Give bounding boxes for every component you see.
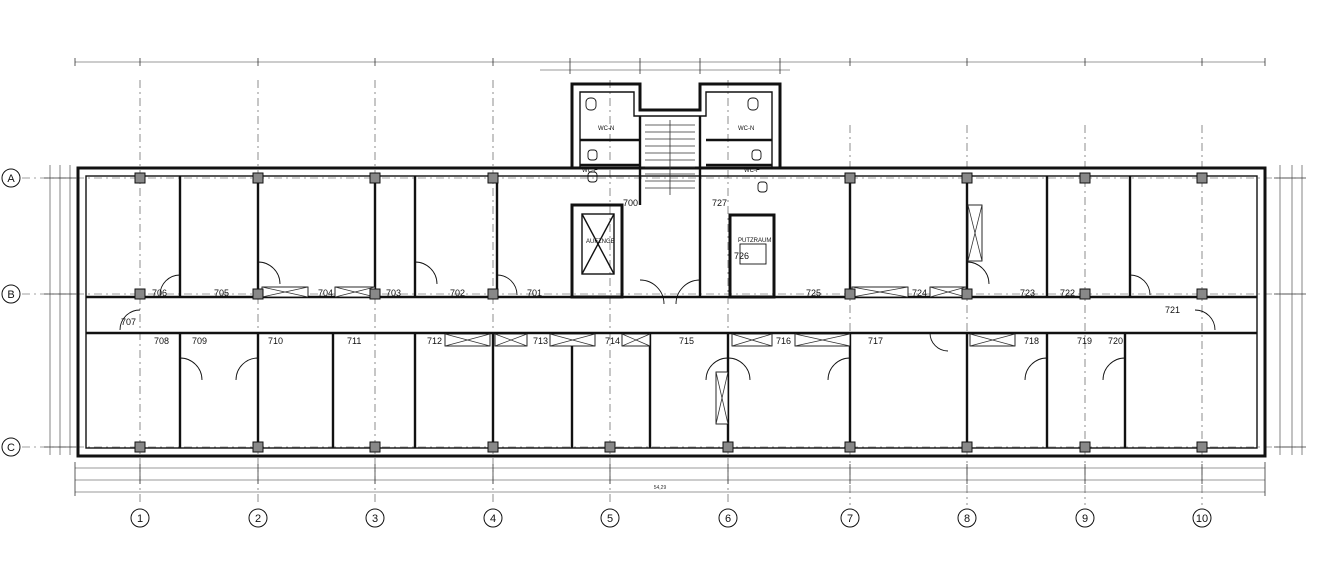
room-number: 706 xyxy=(152,288,167,298)
wc-label: WC-F xyxy=(582,168,598,174)
exterior-walls xyxy=(76,166,1267,458)
room-number: 705 xyxy=(214,288,229,298)
cabinet xyxy=(929,286,967,298)
column-bubbles: 1 2 3 4 5 6 7 8 9 10 xyxy=(130,508,1212,528)
north-partitions xyxy=(178,176,1132,297)
cabinet xyxy=(621,333,651,347)
column-bubble-2: 2 xyxy=(248,508,268,528)
room-number: 713 xyxy=(533,336,548,346)
room-number: 701 xyxy=(527,288,542,298)
cabinet xyxy=(261,286,309,298)
room-number: 710 xyxy=(268,336,283,346)
wc-label: WC-F xyxy=(744,168,760,174)
built-in-cabinets xyxy=(261,204,1016,425)
column-bubble-7: 7 xyxy=(840,508,860,528)
row-bubble-a: A xyxy=(1,168,21,188)
svg-text:9: 9 xyxy=(1082,513,1088,525)
staircase xyxy=(645,120,695,195)
cabinet xyxy=(494,333,528,347)
column-bubble-3: 3 xyxy=(365,508,385,528)
svg-text:B: B xyxy=(7,289,14,301)
svg-text:4: 4 xyxy=(490,513,496,525)
toilet-icon xyxy=(747,97,759,111)
svg-text:C: C xyxy=(7,442,15,454)
room-number: 724 xyxy=(912,288,927,298)
cabinet xyxy=(334,286,376,298)
cabinet xyxy=(444,333,491,347)
room-numbers: 706 705 704 703 702 701 725 724 723 722 … xyxy=(121,198,1180,346)
bottom-dimension-lines: 54,29 xyxy=(74,462,1266,496)
svg-text:8: 8 xyxy=(964,513,970,525)
room-number: 726 xyxy=(734,251,749,261)
cabinet xyxy=(851,286,909,298)
svg-text:1: 1 xyxy=(137,513,143,525)
room-number: 711 xyxy=(347,336,361,346)
wc-label: WC-N xyxy=(738,126,754,132)
row-bubble-b: B xyxy=(1,284,21,304)
core-block: WC-N WC-F WC-N WC-F AUFZNGE PUTZRAUM xyxy=(570,82,782,299)
room-number: 721 xyxy=(1165,305,1180,315)
column-bubble-6: 6 xyxy=(718,508,738,528)
door-swings xyxy=(119,261,1216,381)
svg-text:2: 2 xyxy=(255,513,261,525)
grid-axes-horizontal xyxy=(22,177,1300,448)
south-partitions xyxy=(178,333,1127,448)
svg-text:5: 5 xyxy=(607,513,613,525)
room-number: 725 xyxy=(806,288,821,298)
room-number: 707 xyxy=(121,317,136,327)
column-bubble-1: 1 xyxy=(130,508,150,528)
svg-text:6: 6 xyxy=(725,513,731,525)
svg-text:A: A xyxy=(7,173,15,185)
room-number: 719 xyxy=(1077,336,1092,346)
sink-icon xyxy=(587,149,598,161)
cabinet xyxy=(969,333,1016,347)
toilet-icon xyxy=(587,171,598,183)
side-dimension-lines xyxy=(44,165,1306,455)
room-number: 712 xyxy=(427,336,442,346)
column-bubble-9: 9 xyxy=(1075,508,1095,528)
toilet-icon xyxy=(585,97,597,111)
room-number: 716 xyxy=(776,336,791,346)
room-number: 704 xyxy=(318,288,333,298)
kitchenette-icon xyxy=(739,243,767,265)
column-bubble-8: 8 xyxy=(957,508,977,528)
svg-text:10: 10 xyxy=(1196,513,1208,525)
room-number: 727 xyxy=(712,198,727,208)
overall-dimension: 54,29 xyxy=(654,485,667,491)
cabinet xyxy=(549,333,596,347)
toilet-icon xyxy=(757,181,768,193)
row-bubble-c: C xyxy=(1,437,21,457)
room-number: 714 xyxy=(605,336,620,346)
wc-label: WC-N xyxy=(598,126,614,132)
cabinet xyxy=(967,204,983,262)
room-number: 708 xyxy=(154,336,169,346)
column-bubble-10: 10 xyxy=(1192,508,1212,528)
column-bubble-4: 4 xyxy=(483,508,503,528)
column-bubble-5: 5 xyxy=(600,508,620,528)
room-number: 702 xyxy=(450,288,465,298)
row-bubbles: A B C xyxy=(1,168,21,457)
svg-text:3: 3 xyxy=(372,513,378,525)
structural-columns xyxy=(134,172,1208,453)
room-number: 703 xyxy=(386,288,401,298)
svg-text:7: 7 xyxy=(847,513,853,525)
cabinet xyxy=(731,333,773,347)
elevator-label: AUFZNGE xyxy=(586,239,615,245)
top-dimension-lines xyxy=(74,58,1266,74)
room-number: 718 xyxy=(1024,336,1039,346)
cabinet xyxy=(715,371,729,425)
room-number: 723 xyxy=(1020,288,1035,298)
tea-kitchen-label: PUTZRAUM xyxy=(738,238,771,244)
room-number: 717 xyxy=(868,336,883,346)
room-number: 720 xyxy=(1108,336,1123,346)
room-number: 709 xyxy=(192,336,207,346)
corridor-walls xyxy=(86,295,1257,335)
cabinet xyxy=(794,333,851,347)
room-number: 700 xyxy=(623,198,638,208)
room-number: 715 xyxy=(679,336,694,346)
room-number: 722 xyxy=(1060,288,1075,298)
sink-icon xyxy=(751,149,762,161)
